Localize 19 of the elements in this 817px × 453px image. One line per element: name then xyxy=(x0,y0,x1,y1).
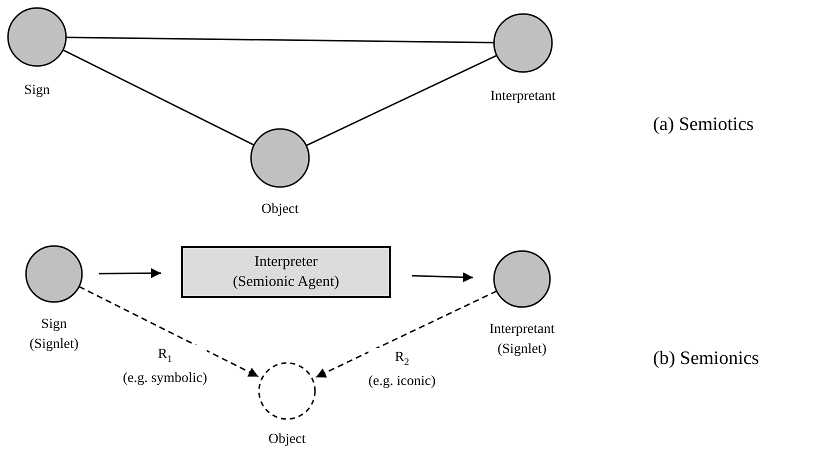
node-label: Sign xyxy=(24,82,50,100)
panel-caption: (b) Semionics xyxy=(653,348,760,370)
arrow xyxy=(78,286,259,378)
connector-line xyxy=(66,36,494,44)
edge-label: R$_{2}$ (e.g. iconic) xyxy=(368,348,436,391)
node-label: Object xyxy=(261,201,299,219)
node-label: Interpretant xyxy=(490,88,556,106)
node-label: Interpretant (Signlet) xyxy=(489,321,555,359)
arrow xyxy=(412,272,474,282)
node-label: Object xyxy=(268,431,306,449)
connector-line xyxy=(306,54,498,146)
arrow xyxy=(316,290,498,378)
arrow xyxy=(99,268,161,278)
connector-line xyxy=(62,49,254,146)
node-label: Interpreter (Semionic Agent) xyxy=(232,253,340,292)
panel-caption: (a) Semiotics xyxy=(653,114,754,136)
process-box xyxy=(181,246,391,298)
node-label: Sign (Signlet) xyxy=(30,316,78,354)
edge-label: R$_{1}$ (e.g. symbolic) xyxy=(122,345,208,388)
